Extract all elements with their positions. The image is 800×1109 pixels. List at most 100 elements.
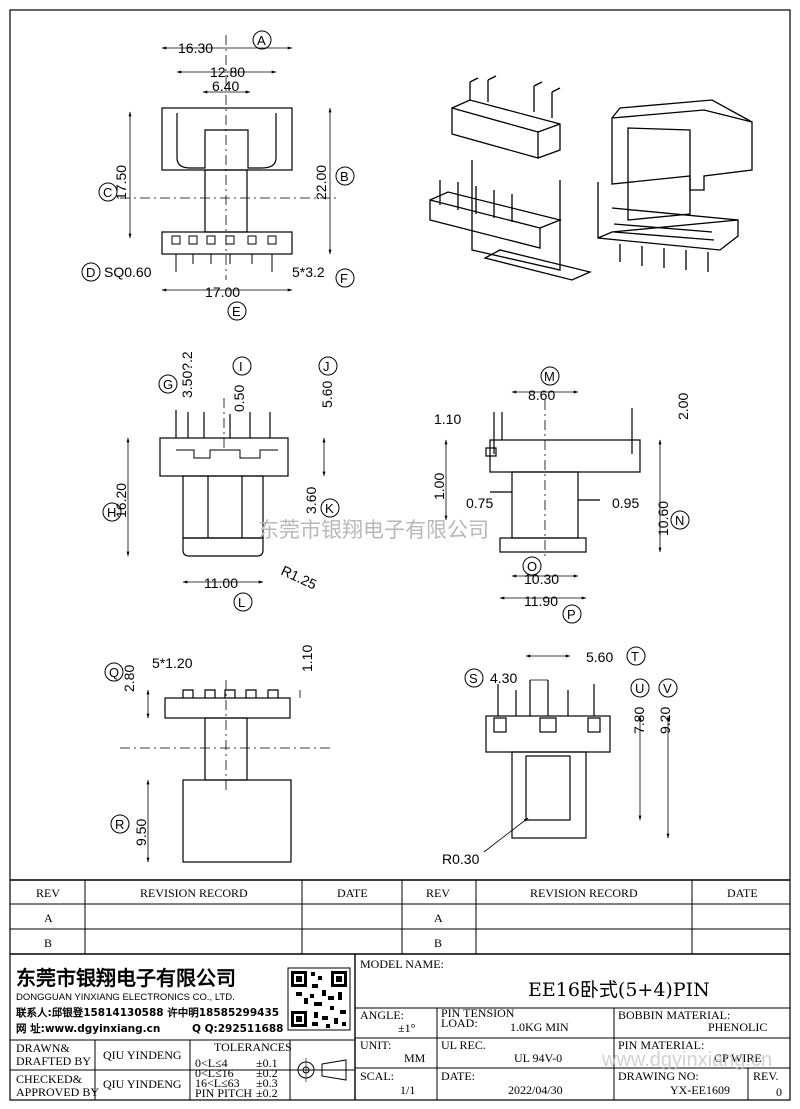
svg-text:D: D — [86, 265, 95, 280]
dim-5x3-2: 5*3.2 — [292, 264, 325, 280]
bobbin-material-label: BOBBIN MATERIAL: — [618, 1008, 730, 1022]
dim-5-60-end: 5.60 — [586, 649, 613, 665]
end-view-inner — [525, 755, 571, 821]
company-name-cn: 东莞市银翔电子有限公司 — [16, 966, 236, 990]
dim-1-10: 1.10 — [434, 411, 461, 427]
side-view-lower-flange — [499, 537, 587, 553]
scale-label: SCAL: — [360, 1069, 394, 1083]
checked-by: QIU YINDENG — [103, 1077, 182, 1091]
marker-s: S — [464, 668, 484, 688]
svg-text:L: L — [238, 595, 245, 610]
marker-f: F — [335, 268, 355, 288]
angle-label: ANGLE: — [360, 1008, 404, 1022]
svg-text:M: M — [544, 369, 555, 384]
dim-17-50: 17.50 — [113, 165, 129, 200]
pin-material-label: PIN MATERIAL: — [618, 1038, 704, 1052]
tolerance-value-3: ±0.3 — [256, 1076, 278, 1090]
load-value: 1.0KG MIN — [510, 1020, 569, 1034]
date-label: DATE: — [441, 1069, 475, 1083]
marker-l: L — [233, 592, 253, 612]
watermark-url: www.dgyinxiang.cn — [601, 1049, 772, 1071]
drawing-no-value: YX-EE1609 — [670, 1083, 730, 1097]
dim-2-80: 2.80 — [121, 665, 137, 692]
dim-12-80: 12.80 — [210, 64, 245, 80]
dim-sq0-60: SQ0.60 — [104, 264, 152, 280]
dim-17-00: 17.00 — [205, 284, 240, 300]
dim-0-75: 0.75 — [466, 495, 493, 511]
revision-record-header-2: REVISION RECORD — [530, 886, 638, 900]
svg-text:F: F — [340, 271, 348, 286]
top-view-pin-row — [161, 231, 293, 255]
sheet-border — [9, 9, 791, 1101]
ul-rec-label: UL REC. — [441, 1038, 486, 1052]
marker-k: K — [320, 498, 340, 518]
company-name-en: DONGGUAN YINXIANG ELECTRONICS CO., LTD. — [16, 992, 235, 1003]
revision-record-header-1: REVISION RECORD — [140, 886, 248, 900]
tolerance-value-4: ±0.2 — [256, 1086, 278, 1100]
svg-text:H: H — [107, 505, 116, 520]
bottom-view-base — [182, 779, 292, 863]
marker-a: A — [252, 30, 272, 50]
drawn-by: QIU YINDENG — [103, 1048, 182, 1062]
marker-p: P — [562, 604, 582, 624]
revision-table — [10, 879, 790, 955]
pin-material-value: CP WIRE — [714, 1051, 762, 1065]
company-qq: Q Q:292511688 — [192, 1023, 283, 1035]
marker-m: M — [540, 366, 560, 386]
marker-d: D — [81, 262, 101, 282]
svg-text:S: S — [469, 671, 478, 686]
model-name: EE16卧式(5+4)PIN — [528, 979, 710, 1001]
rev-row-a-2: A — [434, 911, 443, 925]
dim-3-50: 3.50?.2 — [179, 351, 195, 398]
date-header-2: DATE — [727, 886, 758, 900]
marker-v: V — [658, 678, 678, 698]
svg-text:U: U — [635, 681, 644, 696]
model-name-label: MODEL NAME: — [360, 957, 444, 971]
marker-c: C — [98, 182, 118, 202]
company-contact: 联系人:邱银登15814130588 许中明18585299435 — [16, 1006, 279, 1019]
dim-11-00: 11.00 — [204, 575, 238, 591]
top-view-flange — [161, 107, 293, 171]
dim-16-20: 16.20 — [113, 483, 129, 518]
dim-r1-25: R1.25 — [279, 562, 320, 592]
end-view — [483, 654, 670, 853]
drawn-label-2: DRAFTED BY — [16, 1054, 91, 1068]
marker-i: I — [232, 356, 252, 376]
svg-text:R: R — [115, 817, 124, 832]
rev-label: REV. — [753, 1069, 778, 1083]
unit-label: UNIT: — [360, 1038, 391, 1052]
bottom-view-markers: Q R — [104, 662, 130, 834]
tolerance-range-1: 0<L≤4 — [195, 1056, 228, 1070]
isometric-view-right — [597, 99, 753, 272]
marker-j: J — [318, 356, 338, 376]
tolerance-value-2: ±0.2 — [256, 1066, 278, 1080]
marker-r: R — [110, 814, 130, 834]
checked-label-2: APPROVED BY — [16, 1085, 99, 1099]
top-view — [120, 35, 340, 292]
front-view-pins — [175, 410, 271, 438]
dim-8-60: 8.60 — [528, 387, 555, 403]
pin-tension-label: PIN TENSION — [441, 1006, 515, 1020]
svg-text:N: N — [675, 513, 684, 528]
end-view-base — [511, 751, 587, 839]
tolerance-range-4: PIN PITCH — [195, 1086, 252, 1100]
projection-symbol-icon — [294, 1058, 347, 1082]
scale-value: 1/1 — [400, 1083, 415, 1097]
front-view-markers: G I J H K L — [102, 356, 340, 612]
dim-7-80: 7.80 — [631, 707, 647, 734]
marker-o: O — [522, 556, 542, 576]
drawn-label-1: DRAWN& — [16, 1041, 70, 1055]
watermark-text: 东莞市银翔电子有限公司 — [258, 518, 489, 542]
side-view — [444, 390, 662, 600]
marker-t: T — [626, 646, 646, 666]
svg-text:C: C — [103, 185, 112, 200]
tolerances-label: TOLERANCES — [214, 1040, 292, 1054]
rev-value: 0 — [776, 1085, 782, 1099]
svg-text:I: I — [239, 359, 243, 374]
dim-3-60: 3.60 — [303, 487, 319, 514]
side-view-markers: M N O P — [522, 366, 690, 624]
svg-text:E: E — [232, 304, 241, 319]
marker-g: G — [158, 374, 178, 394]
date-value: 2022/04/30 — [508, 1083, 563, 1097]
